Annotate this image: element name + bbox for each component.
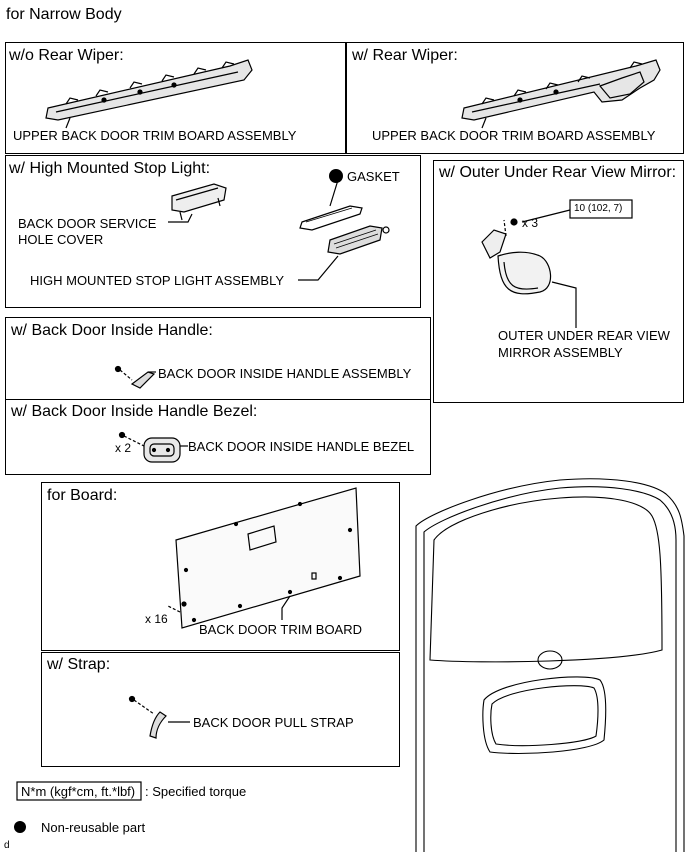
w-rear-wiper-title: w/ Rear Wiper: — [352, 47, 458, 64]
service-cover-label-2: HOLE COVER — [18, 232, 104, 247]
inside-handle-icon — [114, 365, 156, 389]
wo-rear-wiper-label: UPPER BACK DOOR TRIM BOARD ASSEMBLY — [13, 128, 297, 143]
stop-light-title: w/ High Mounted Stop Light: — [9, 160, 211, 177]
mirror-label-1: OUTER UNDER REAR VIEW — [498, 328, 670, 343]
inside-handle-title: w/ Back Door Inside Handle: — [11, 322, 213, 339]
mirror-torque-box — [569, 199, 633, 219]
inside-handle-label: BACK DOOR INSIDE HANDLE ASSEMBLY — [158, 366, 412, 381]
panel-handle-bezel — [5, 399, 431, 475]
mirror-qty: x 3 — [522, 216, 539, 230]
panel-wo-rear-wiper — [5, 42, 346, 154]
handle-bezel-qty: x 2 — [115, 441, 132, 455]
gasket-icon — [299, 205, 363, 231]
stop-light-label: HIGH MOUNTED STOP LIGHT ASSEMBLY — [30, 273, 285, 288]
panel-board — [41, 482, 400, 651]
mirror-torque-value: 10 (102, 7) — [574, 203, 623, 214]
gasket-nonreusable-icon — [329, 169, 343, 183]
service-hole-cover-icon — [171, 183, 227, 221]
stop-light-icon — [327, 225, 390, 255]
back-door-icon — [415, 478, 685, 852]
legend-torque-box — [16, 781, 142, 801]
upper-trim-board-wiper-icon — [461, 59, 661, 121]
panel-mirror — [433, 160, 684, 403]
board-title: for Board: — [47, 487, 118, 504]
mirror-label-2: MIRROR ASSEMBLY — [498, 345, 623, 360]
mirror-title: w/ Outer Under Rear View Mirror: — [439, 164, 677, 181]
wo-rear-wiper-title: w/o Rear Wiper: — [9, 47, 124, 64]
service-cover-label-1: BACK DOOR SERVICE — [18, 216, 157, 231]
panel-stop-light — [5, 155, 421, 308]
gasket-label: GASKET — [347, 169, 400, 184]
legend-torque-text: : Specified torque — [145, 784, 247, 799]
handle-bezel-icon — [118, 431, 181, 463]
strap-label: BACK DOOR PULL STRAP — [193, 715, 354, 730]
handle-bezel-title: w/ Back Door Inside Handle Bezel: — [11, 403, 258, 420]
page-heading: for Narrow Body — [6, 6, 122, 23]
legend-torque-units: N*m (kgf*cm, ft.*lbf) — [21, 784, 136, 799]
trim-board-icon — [167, 487, 361, 629]
footer-mark: d — [4, 840, 10, 851]
strap-title: w/ Strap: — [47, 656, 111, 673]
panel-strap — [41, 652, 400, 767]
panel-w-rear-wiper — [346, 42, 684, 154]
legend-nonreusable-text: Non-reusable part — [41, 820, 146, 835]
upper-trim-board-icon — [45, 59, 253, 121]
pull-strap-icon — [128, 695, 167, 739]
board-qty: x 16 — [145, 612, 168, 626]
w-rear-wiper-label: UPPER BACK DOOR TRIM BOARD ASSEMBLY — [372, 128, 656, 143]
nonreusable-legend-icon — [14, 821, 26, 833]
outer-mirror-icon — [481, 218, 552, 295]
handle-bezel-label: BACK DOOR INSIDE HANDLE BEZEL — [188, 439, 415, 454]
board-label: BACK DOOR TRIM BOARD — [199, 622, 363, 637]
